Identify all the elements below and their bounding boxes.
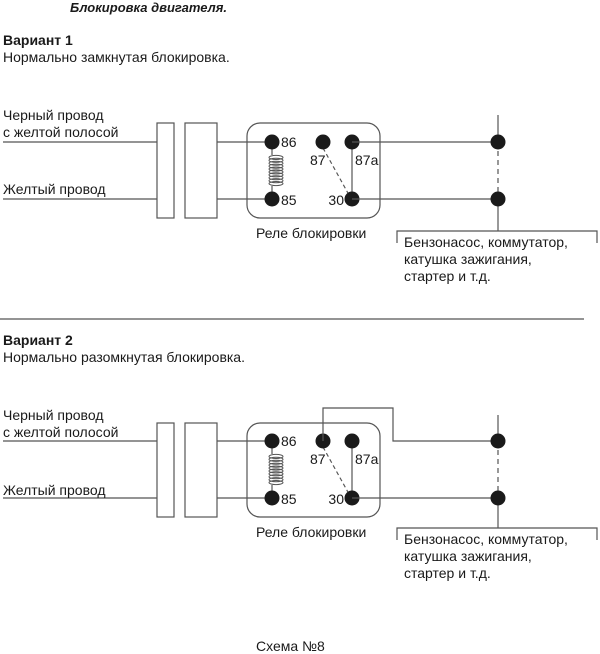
variant-1-black-wire-label: Черный провод с желтой полосой xyxy=(3,107,118,141)
terminal-85 xyxy=(264,191,280,207)
switch-arm-87-30 xyxy=(322,147,350,196)
output-wire-87 xyxy=(322,407,498,442)
variant-1-yellow-wire-label: Желтый провод xyxy=(3,181,106,197)
label-line: Бензонасос, коммутатор, xyxy=(404,531,568,547)
label-line: катушка зажигания, xyxy=(404,251,532,267)
variant-2-subtitle: Нормально разомкнутая блокировка. xyxy=(3,349,245,365)
variant-2-black-wire-label: Черный провод с желтой полосой xyxy=(3,407,118,441)
label-line: с желтой полосой xyxy=(3,124,119,140)
coil-turn xyxy=(268,169,284,175)
coil-turn xyxy=(268,474,284,480)
coil-icon xyxy=(268,453,284,486)
scheme-caption: Схема №8 xyxy=(256,638,325,654)
switch-arm-87-30 xyxy=(322,446,350,495)
load-bracket xyxy=(396,230,598,243)
terminal-87-label: 87 xyxy=(310,152,326,168)
terminal-85 xyxy=(264,490,280,506)
connector-plug xyxy=(156,422,175,518)
terminal-30-label: 30 xyxy=(328,491,344,507)
label-line: Черный провод xyxy=(3,407,104,423)
label-line: с желтой полосой xyxy=(3,424,119,440)
coil-turn xyxy=(268,471,284,477)
coil-turn xyxy=(268,465,284,471)
variant-2-yellow-wire-label: Желтый провод xyxy=(3,482,106,498)
coil-icon xyxy=(268,154,284,187)
terminal-30-label: 30 xyxy=(328,192,344,208)
variant-1-subtitle: Нормально замкнутая блокировка. xyxy=(3,49,230,65)
coil-turn xyxy=(268,462,284,468)
junction-top xyxy=(490,433,506,449)
junction-top xyxy=(490,134,506,150)
coil-turn xyxy=(268,166,284,172)
variant-2-load-label: Бензонасос, коммутатор, катушка зажигани… xyxy=(404,531,568,582)
variant-1-load-label: Бензонасос, коммутатор, катушка зажигани… xyxy=(404,234,568,285)
coil-turn xyxy=(268,456,284,462)
coil-turn xyxy=(268,172,284,178)
label-line: Черный провод xyxy=(3,107,104,123)
junction-bottom xyxy=(490,191,506,207)
terminal-85-label: 85 xyxy=(281,491,297,507)
coil-turn xyxy=(268,459,284,465)
terminal-86-label: 86 xyxy=(281,433,297,449)
variant-2-relay-label: Реле блокировки xyxy=(256,524,367,540)
page-title: Блокировка двигателя. xyxy=(70,0,228,15)
variant-1-relay-label: Реле блокировки xyxy=(256,225,367,241)
label-line: катушка зажигания, xyxy=(404,548,532,564)
relay-box xyxy=(246,422,381,518)
coil-turn xyxy=(268,178,284,184)
coil-turn xyxy=(268,480,284,486)
coil-turn xyxy=(268,175,284,181)
label-line: Бензонасос, коммутатор, xyxy=(404,234,568,250)
coil-turn xyxy=(268,468,284,474)
label-line: стартер и т.д. xyxy=(404,565,491,581)
coil-turn xyxy=(268,154,284,160)
terminal-87 xyxy=(315,134,331,150)
label-line: стартер и т.д. xyxy=(404,268,491,284)
terminal-86 xyxy=(264,134,280,150)
junction-bottom xyxy=(490,490,506,506)
coil-turn xyxy=(268,181,284,187)
connector-socket xyxy=(184,422,218,518)
variant-2-heading: Вариант 2 xyxy=(3,332,73,348)
terminal-86 xyxy=(264,433,280,449)
terminal-87-label: 87 xyxy=(310,451,326,467)
connector-plug xyxy=(156,122,175,219)
variant-1-heading: Вариант 1 xyxy=(3,32,73,48)
relay-box xyxy=(246,122,381,219)
load-bracket xyxy=(396,527,598,540)
coil-turn xyxy=(268,163,284,169)
variant-2-circuit: 86 85 87 87a 30 xyxy=(3,407,598,540)
coil-turn xyxy=(268,453,284,460)
coil-turn xyxy=(268,160,284,166)
variant-1-circuit: 86 85 87 87a 30 xyxy=(3,115,598,243)
terminal-87a xyxy=(344,433,360,449)
coil-turn xyxy=(268,477,284,483)
terminal-85-label: 85 xyxy=(281,192,297,208)
connector-socket xyxy=(184,122,218,219)
terminal-86-label: 86 xyxy=(281,134,297,150)
coil-turn xyxy=(268,157,284,163)
terminal-87a-label: 87a xyxy=(355,152,379,168)
terminal-87a-label: 87a xyxy=(355,451,379,467)
